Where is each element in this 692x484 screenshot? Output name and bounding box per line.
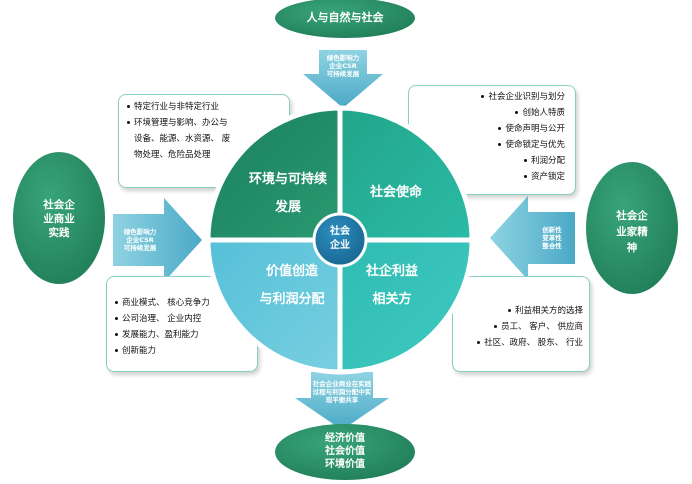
box-bottom-left: 商业模式、 核心竞争力 公司治理、 企业内控 发展能力、盈利能力 创新能力 bbox=[106, 276, 258, 372]
list-item: 设备、能源、水资源、 废 bbox=[134, 134, 231, 144]
bottom-oval bbox=[275, 424, 415, 480]
list-item: 创始人特质 bbox=[409, 105, 565, 121]
top-arrow bbox=[303, 50, 383, 108]
left-arrow-label: 绿色影响力 企业CSR 可持续发展 bbox=[123, 228, 157, 252]
center-label: 社会 企业 bbox=[330, 226, 350, 251]
list-item: 物处理、危险品处理 bbox=[134, 150, 211, 160]
bottom-arrow-label: 社会企业商业在实践 过程与利润分配中实 现平衡共享 bbox=[312, 380, 372, 404]
top-oval-label: 人与自然与社会 bbox=[306, 11, 384, 24]
list-item: 使命声明与公开 bbox=[409, 121, 565, 137]
list-item: 使命锁定与优先 bbox=[409, 137, 565, 153]
quadrant-bottom-left-label: 价值创造 与利润分配 bbox=[259, 264, 325, 307]
list-item: 员工、 客户、 供应商 bbox=[453, 319, 583, 335]
list-item: 创新能力 bbox=[115, 343, 257, 359]
top-arrow-label: 绿色影响力 企业CSR 可持续发展 bbox=[326, 54, 360, 78]
quadrant-top-right-label: 社会使命 bbox=[369, 185, 422, 200]
right-oval-label: 社会企 业家精 神 bbox=[616, 210, 648, 254]
right-arrow-label: 创新性 变革性 整合性 bbox=[542, 226, 562, 250]
box-bottom-right: 利益相关方的选择 员工、 客户、 供应商 社区、政府、 股东、 行业 bbox=[452, 276, 590, 372]
list-item: 利益相关方的选择 bbox=[453, 303, 583, 319]
bottom-arrow bbox=[295, 372, 389, 430]
list-item: 公司治理、 企业内控 bbox=[115, 311, 257, 327]
left-oval bbox=[13, 152, 105, 284]
right-arrow bbox=[490, 196, 575, 280]
left-arrow bbox=[113, 198, 202, 282]
list-item: 社区、政府、 股东、 行业 bbox=[453, 335, 583, 351]
right-oval bbox=[586, 162, 678, 294]
bottom-oval-label: 经济价值 社会价值 环境价值 bbox=[325, 433, 365, 470]
list-item: 商业模式、 核心竞争力 bbox=[115, 295, 257, 311]
top-oval bbox=[275, 0, 415, 38]
quadrant-bottom-right-label: 社企利益 相关方 bbox=[365, 264, 418, 307]
quadrant-top-left-label: 环境与可持续 发展 bbox=[248, 172, 327, 215]
list-item: 社会企业识别与划分 bbox=[409, 89, 565, 105]
list-item: 发展能力、盈利能力 bbox=[115, 327, 257, 343]
list-item: 资产锁定 bbox=[409, 169, 565, 185]
list-item: 环境管理与影响、办公与 bbox=[127, 115, 289, 131]
list-item: 特定行业与非特定行业 bbox=[127, 99, 289, 115]
left-oval-label: 社会企 业商业 实践 bbox=[43, 199, 75, 239]
list-item: 利润分配 bbox=[409, 153, 565, 169]
